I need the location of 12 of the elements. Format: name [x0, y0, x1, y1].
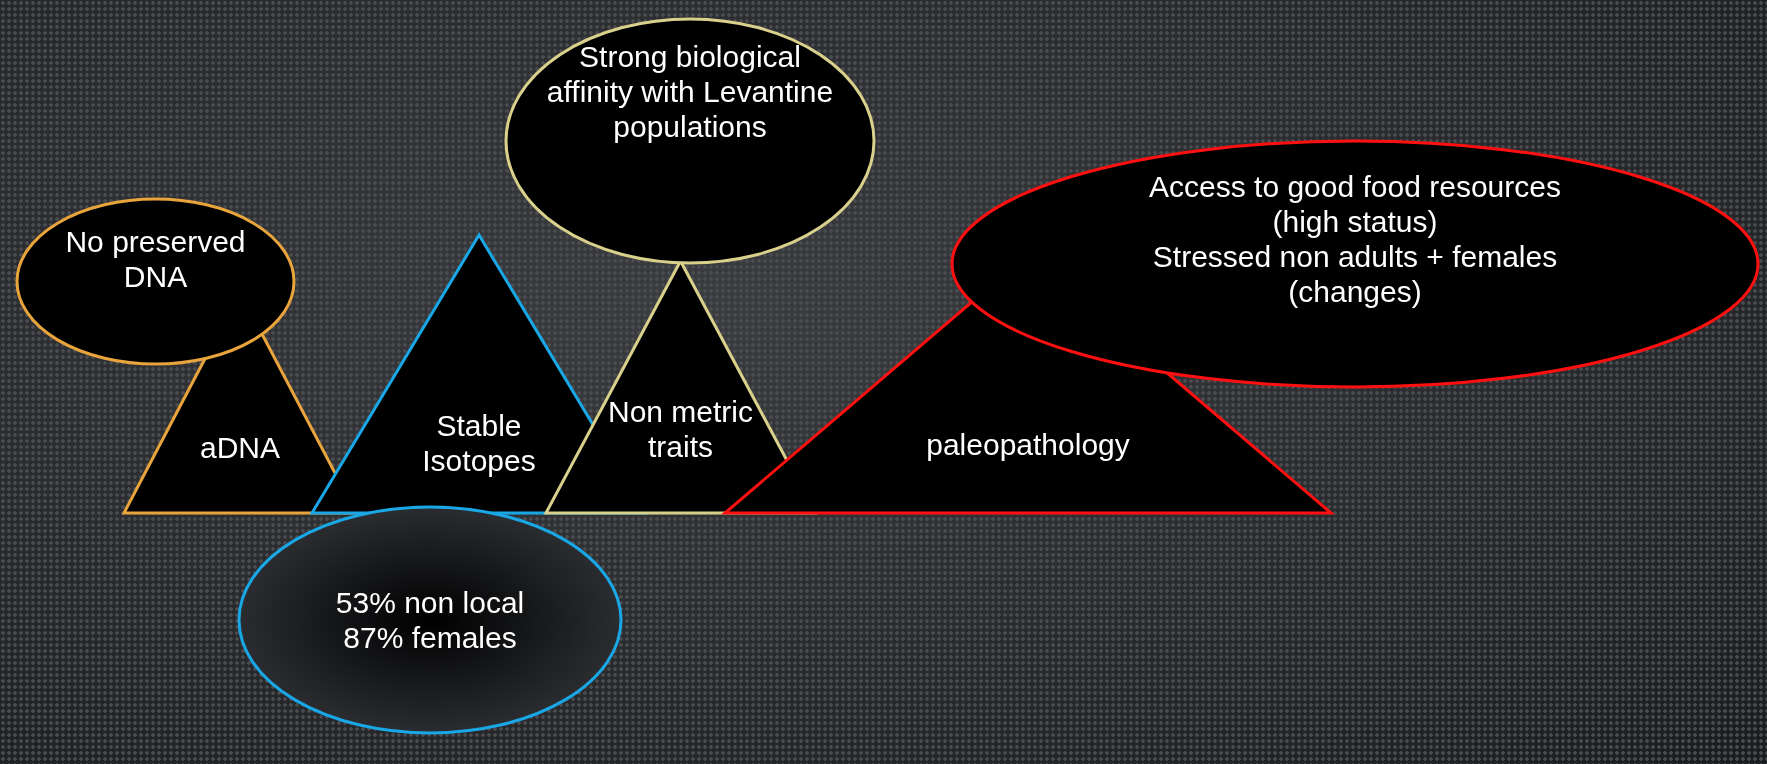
node-label: Stressed non adults + females: [1151, 239, 1559, 274]
node-label: (changes): [1287, 274, 1423, 309]
node-label: 53% non local: [334, 585, 526, 620]
node-label: Non metric traits: [606, 394, 754, 464]
node-label: Stable Isotopes: [421, 408, 537, 478]
node-label: Access to good food resources: [1148, 169, 1562, 204]
node-label: paleopathology: [925, 427, 1131, 462]
node-label: No preserved DNA: [64, 224, 247, 294]
node-label: aDNA: [199, 430, 281, 465]
node-label: Strong biological affinity with Levantine populations: [545, 39, 835, 144]
node-label: (high status): [1271, 204, 1439, 239]
node-label: 87% females: [342, 620, 518, 655]
